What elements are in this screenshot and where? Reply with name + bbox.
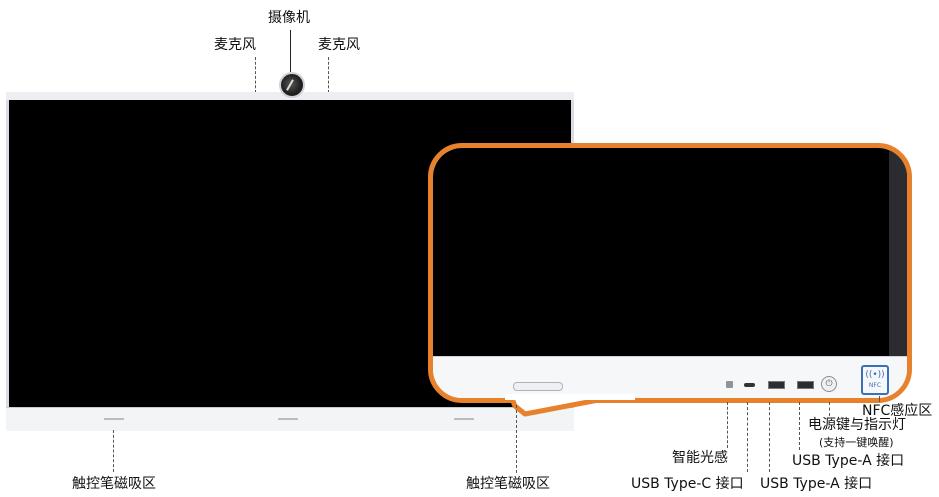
camera-lens xyxy=(286,79,294,91)
pen-zone-marker-right xyxy=(454,418,474,420)
mic-right-leader xyxy=(328,57,329,93)
usb-a-2-leader xyxy=(799,402,800,450)
display-bottom-bezel xyxy=(6,407,574,431)
pen-zone-mid-label: 触控笔磁吸区 xyxy=(466,476,550,492)
mic-left-leader xyxy=(255,57,256,93)
nfc-glyph: ((•)) xyxy=(865,370,885,380)
pen-zone-marker-left xyxy=(104,418,124,420)
usb-a-port-1 xyxy=(768,381,785,389)
nfc-badge: NFC xyxy=(868,382,882,389)
usb-a-1-leader xyxy=(769,402,770,472)
usb-c-leader xyxy=(747,402,748,472)
pen-magnetic-zone xyxy=(513,382,563,391)
mic-left-label: 麦克风 xyxy=(214,37,256,53)
usb-a-2-label: USB Type-A 接口 xyxy=(792,453,905,469)
usb-a-port-2 xyxy=(797,381,814,389)
power-note-label: (支持一键唤醒) xyxy=(819,436,894,449)
pen-zone-left-label: 触控笔磁吸区 xyxy=(72,476,156,492)
nfc-label: NFC感应区 xyxy=(862,403,933,419)
pen-zone-mid-leader xyxy=(516,405,517,473)
usb-c-port xyxy=(744,383,755,387)
nfc-icon: ((•)) NFC xyxy=(861,365,889,395)
power-label: 电源键与指示灯 xyxy=(808,417,906,433)
zoom-callout: ⏻ ((•)) NFC xyxy=(428,143,912,403)
usb-a-1-label: USB Type-A 接口 xyxy=(760,476,873,492)
camera-label: 摄像机 xyxy=(268,10,310,26)
light-sensor-leader xyxy=(727,402,728,448)
mic-right-label: 麦克风 xyxy=(318,37,360,53)
zoom-bezel: ⏻ ((•)) NFC xyxy=(433,356,907,398)
camera-icon xyxy=(279,72,305,98)
power-leader xyxy=(829,402,830,416)
zoom-side-edge xyxy=(889,148,907,356)
light-sensor-label: 智能光感 xyxy=(672,450,728,466)
light-sensor xyxy=(726,381,733,388)
callout-tail xyxy=(505,394,635,417)
usb-c-label: USB Type-C 接口 xyxy=(631,476,744,492)
zoom-screen xyxy=(433,148,907,356)
power-icon: ⏻ xyxy=(821,376,837,392)
pen-zone-left-leader xyxy=(113,430,114,472)
nfc-leader xyxy=(879,396,880,402)
brand-logo xyxy=(278,418,298,420)
camera-leader xyxy=(290,30,291,72)
